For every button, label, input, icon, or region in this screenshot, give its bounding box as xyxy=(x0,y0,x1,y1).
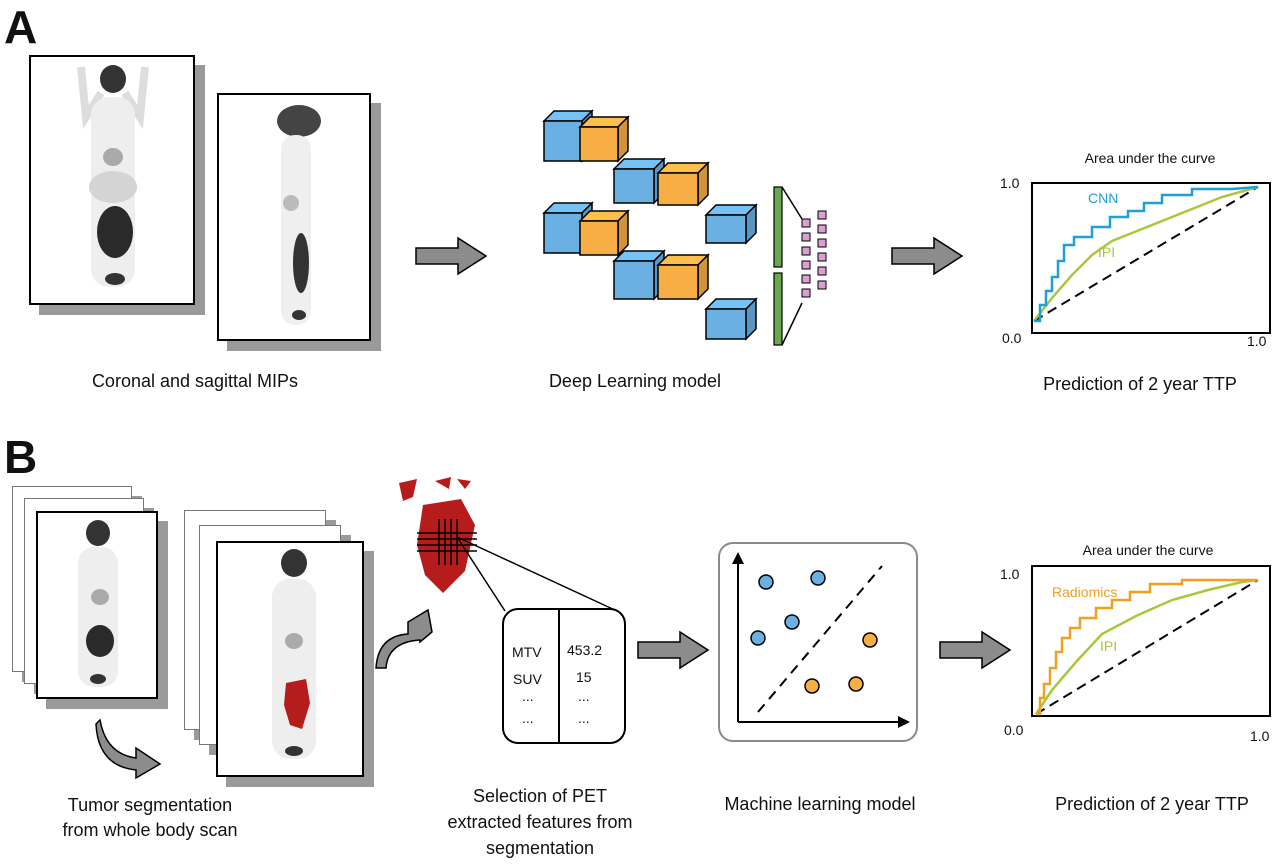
roc-a-ipi-label: IPI xyxy=(1098,244,1116,260)
selection-caption-line1: Selection of PET xyxy=(472,786,608,806)
roc-b-title: Area under the curve xyxy=(1082,542,1214,558)
output-node xyxy=(817,224,827,234)
tumor-segmentation-icon xyxy=(399,477,618,612)
output-node xyxy=(817,238,827,248)
mips-caption: Coronal and sagittal MIPs xyxy=(91,371,299,391)
roc-a-title: Area under the curve xyxy=(1084,150,1216,166)
roc-a-ipi-curve xyxy=(1033,185,1259,322)
output-node xyxy=(801,218,811,228)
feature-name-suv: SUV xyxy=(513,671,542,687)
feature-value-mtv: 453.2 xyxy=(567,642,603,658)
whole-body-scan xyxy=(36,511,158,699)
conv-cube-blue-6 xyxy=(704,297,758,341)
arrow-a2-icon xyxy=(891,236,964,276)
arrow-b2-icon xyxy=(939,630,1012,670)
roc-a-origin-label: 0.0 xyxy=(1002,330,1022,346)
conv-cube-orange-3 xyxy=(578,209,630,257)
feature-name-mtv: MTV xyxy=(512,644,542,660)
roc-b-chart xyxy=(1031,565,1271,717)
segmented-body-figure xyxy=(272,549,316,759)
output-node xyxy=(801,260,811,270)
conv-cube-blue-5 xyxy=(612,249,666,301)
output-node xyxy=(801,274,811,284)
feature-value-ellipsis-1: ... xyxy=(578,688,590,704)
conv-cube-blue-4 xyxy=(704,203,758,245)
prediction-a-caption: Prediction of 2 year TTP xyxy=(1043,374,1237,394)
roc-b-xright-label: 1.0 xyxy=(1250,728,1270,744)
output-node xyxy=(801,288,811,298)
dense-layer-bar-1 xyxy=(773,186,783,268)
output-node xyxy=(817,280,827,290)
output-node xyxy=(817,210,827,220)
ml-model-scatter-diagram xyxy=(718,542,918,742)
dense-connection-line-2 xyxy=(781,302,803,346)
roc-a-cnn-curve xyxy=(1034,185,1259,323)
dense-layer-bar-2 xyxy=(773,272,783,346)
feature-table-divider xyxy=(558,610,560,742)
deep-learning-network-diagram xyxy=(542,109,827,346)
roc-b-radiomics-curve xyxy=(1036,578,1258,716)
roc-a-ytop-label: 1.0 xyxy=(1000,175,1020,191)
roc-b-radiomics-label: Radiomics xyxy=(1052,584,1118,600)
feature-value-ellipsis-2: ... xyxy=(578,710,590,726)
feature-name-ellipsis-2: ... xyxy=(522,710,534,726)
panel-b-letter: B xyxy=(4,431,38,483)
panel-a-letter: A xyxy=(4,1,38,53)
roc-a-cnn-label: CNN xyxy=(1088,190,1119,206)
conv-cube-orange-1 xyxy=(578,115,630,163)
sagittal-mip-image xyxy=(217,93,371,341)
feature-name-ellipsis-1: ... xyxy=(522,688,534,704)
coronal-body-figure xyxy=(77,65,149,287)
coronal-mip-image xyxy=(29,55,195,305)
selection-caption-line2: extracted features from xyxy=(447,812,633,832)
output-node xyxy=(801,246,811,256)
ml-model-caption: Machine learning model xyxy=(724,794,916,814)
roc-b-ipi-label: IPI xyxy=(1100,638,1118,654)
roc-a-chart xyxy=(1031,182,1271,334)
output-node xyxy=(817,266,827,276)
whole-body-figure xyxy=(78,520,118,687)
segmented-scan xyxy=(216,541,364,777)
sagittal-body-figure xyxy=(277,105,321,325)
output-node xyxy=(817,252,827,262)
conv-cube-orange-2 xyxy=(656,161,710,207)
selection-caption-line3: segmentation xyxy=(485,838,595,858)
feature-value-suv: 15 xyxy=(576,669,592,685)
conv-cube-blue-2 xyxy=(612,157,666,205)
arrow-a1-icon xyxy=(415,236,488,276)
dense-connection-line-1 xyxy=(781,186,803,220)
dl-model-caption: Deep Learning model xyxy=(548,371,722,391)
output-node xyxy=(801,232,811,242)
curved-arrow-up-icon xyxy=(375,608,433,669)
segmentation-caption-line1: Tumor segmentation xyxy=(67,795,233,815)
segmentation-caption-line2: from whole body scan xyxy=(62,820,238,840)
roc-b-ipi-curve xyxy=(1034,578,1259,715)
roc-b-origin-label: 0.0 xyxy=(1004,722,1024,738)
curved-arrow-right-icon xyxy=(95,718,162,780)
roc-a-xright-label: 1.0 xyxy=(1247,333,1267,349)
roc-b-ytop-label: 1.0 xyxy=(1000,566,1020,582)
feature-table xyxy=(502,608,626,744)
arrow-b1-icon xyxy=(637,630,710,670)
conv-cube-orange-4 xyxy=(656,253,710,301)
prediction-b-caption: Prediction of 2 year TTP xyxy=(1055,794,1249,814)
